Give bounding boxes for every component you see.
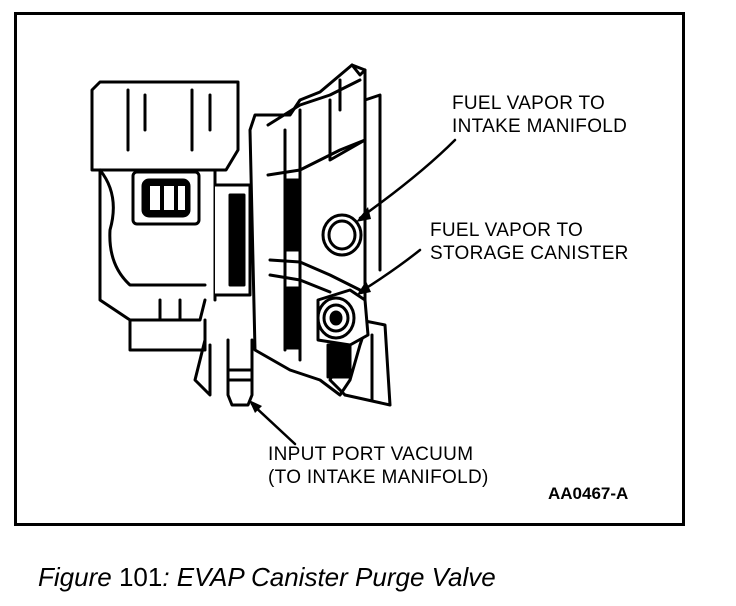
label-fuel-vapor-canister-line1: FUEL VAPOR TO <box>430 220 584 241</box>
mounting-plate <box>213 183 252 297</box>
inlet-port-canister <box>316 288 370 347</box>
solenoid-body <box>90 80 240 352</box>
arrowheads <box>249 207 371 413</box>
electrical-connector <box>131 170 201 226</box>
valve-manifold <box>248 63 392 407</box>
label-fuel-vapor-canister-line2: STORAGE CANISTER <box>430 243 629 264</box>
label-fuel-vapor-intake-line2: INTAKE MANIFOLD <box>452 116 628 137</box>
figure-frame <box>14 12 685 526</box>
vacuum-port-nipple <box>193 338 254 407</box>
caption-title: EVAP Canister Purge Valve <box>176 562 496 592</box>
caption-figure-word: Figure <box>38 562 112 592</box>
part-code: AA0467-A <box>548 484 629 503</box>
label-fuel-vapor-intake-line1: FUEL VAPOR TO <box>452 93 606 114</box>
outlet-port-intake <box>321 213 363 257</box>
leader-intake-manifold <box>358 138 457 220</box>
label-input-port-line1: INPUT PORT VACUUM <box>268 444 474 465</box>
figure-caption: Figure 101: EVAP Canister Purge Valve <box>38 562 496 593</box>
label-input-port-line2: (TO INTAKE MANIFOLD) <box>268 467 489 488</box>
caption-separator: : <box>162 562 170 592</box>
leader-input-port <box>250 402 297 446</box>
leader-storage-canister <box>358 248 422 294</box>
caption-number: 101 <box>118 562 163 592</box>
